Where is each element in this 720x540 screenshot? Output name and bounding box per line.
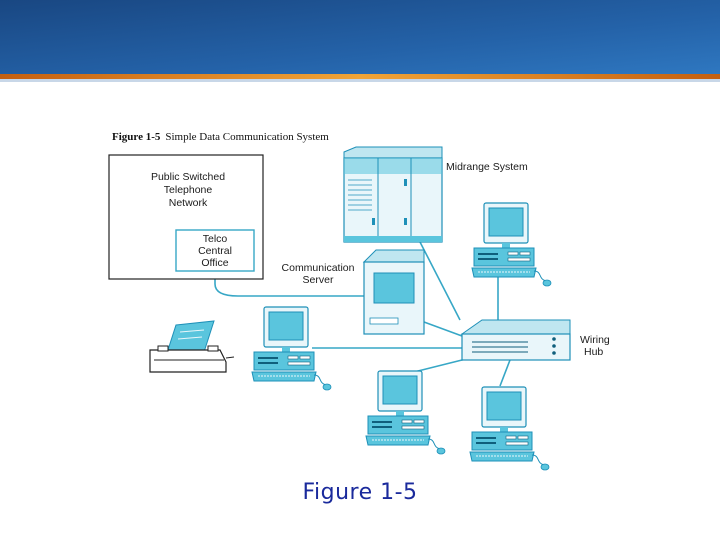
telco-label-line1: Telco	[203, 233, 228, 245]
header-banner	[0, 0, 720, 82]
banner-background	[0, 0, 720, 76]
pstn-label-line3: Network	[169, 197, 208, 209]
network-diagram: Figure 1-5 Simple Data Communication Syst…	[108, 131, 610, 471]
telco-label-line2: Central	[198, 245, 232, 257]
communication-server-label-line2: Server	[303, 274, 334, 286]
banner-accent-stripe	[0, 74, 720, 79]
wiring-hub-label-line1: Wiring	[580, 334, 610, 346]
cable-midrange-to-hub	[419, 241, 461, 321]
slide-caption: Figure 1-5	[302, 480, 418, 505]
figure-title-text: Simple Data Communication System	[165, 131, 329, 143]
midrange-system	[343, 146, 443, 243]
printer	[149, 320, 235, 373]
wiring-hub-label-line2: Hub	[584, 346, 603, 358]
banner-shadow-line	[0, 79, 720, 82]
cable-pc-bottom-right-to-hub	[499, 359, 511, 387]
communication-server	[362, 249, 425, 335]
cable-telco-to-server	[214, 271, 365, 297]
telco-label-line3: Office	[201, 257, 228, 269]
midrange-system-label: Midrange System	[446, 161, 528, 173]
pc-workstation-bottom-center	[365, 370, 446, 455]
pstn-label-line2: Telephone	[164, 184, 213, 196]
wiring-hub	[460, 319, 571, 361]
cable-server-to-hub	[423, 321, 463, 337]
pc-workstation-bottom-right	[469, 386, 550, 471]
telco-central-office-box: Telco Central Office	[175, 229, 255, 272]
communication-server-label-line1: Communication	[282, 262, 355, 274]
pc-workstation-top-right	[471, 202, 552, 287]
figure-number: Figure 1-5	[112, 131, 161, 143]
figure-title: Figure 1-5 Simple Data Communication Syst…	[112, 131, 329, 143]
cable-pc-bottom-center-to-hub	[413, 357, 471, 373]
pstn-label-line1: Public Switched	[151, 171, 225, 183]
network-cables	[214, 241, 511, 387]
